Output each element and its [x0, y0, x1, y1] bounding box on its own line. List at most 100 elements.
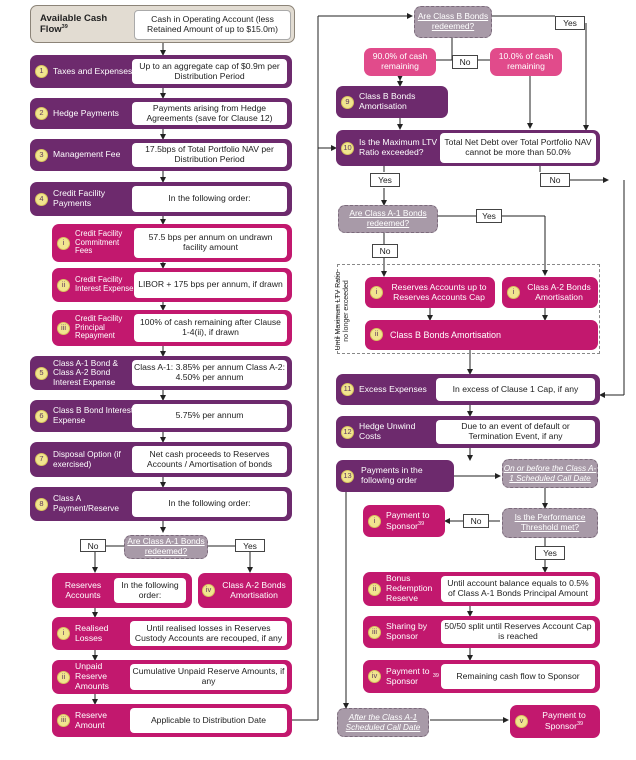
reserves-up-to-cap-label: Reserves Accounts up to Reserves Account…	[391, 281, 487, 302]
step-8-label: Class A Payment/Reserve	[53, 493, 119, 513]
step-2-desc: Payments arising from Hedge Agreements (…	[132, 102, 287, 125]
before-call-date-box: On or before the Class A-1 Scheduled Cal…	[502, 459, 598, 488]
reserve-item-3-label: Reserve Amount	[75, 709, 107, 730]
decision-yes-label: Yes	[235, 539, 265, 552]
step-7-label: Disposal Option (if exercised)	[53, 448, 121, 469]
badge-9: 9	[341, 96, 354, 109]
a1-no-label: No	[372, 244, 398, 258]
step-4-label: Credit Facility Payments	[53, 188, 106, 208]
perf-yes-label: Yes	[535, 546, 565, 560]
reserve-item-1-badge: i	[57, 627, 70, 640]
sub13-iii-badge: iii	[368, 625, 381, 639]
step-12-badge: 12	[341, 425, 354, 439]
step-1-desc: Up to an aggregate cap of $0.9m per Dist…	[132, 59, 287, 84]
badge-10-i-a: i	[370, 286, 383, 299]
sub13-iii-box: iii Sharing by Sponsor 50/50 split until R…	[363, 616, 600, 648]
step-12-desc: Due to an event of default or Terminatio…	[436, 420, 595, 444]
reserve-item-2-badge: ii	[57, 670, 70, 684]
sub13-ii-label: Bonus Redemption Reserve	[386, 573, 433, 603]
ltv-no-label: No	[540, 173, 570, 187]
step-10-label: Is the Maximum LTV Ratio exceeded?	[359, 137, 438, 157]
step-6-label: Class B Bond Interest Expense	[53, 405, 134, 425]
a1-yes-label: Yes	[476, 209, 502, 223]
payment-to-sponsor-i-box: i Payment to Sponsor39	[363, 505, 445, 537]
step-4-badge: 4	[35, 192, 48, 206]
pct-90-box: 90.0% of cash remaining	[364, 48, 436, 76]
until-ltv-note: Until Maximum LTV Ratio no longer exceed…	[335, 271, 350, 351]
class-b-no-label: No	[452, 55, 478, 69]
ltv-yes-label: Yes	[370, 173, 400, 187]
step-3-label: Management Fee	[53, 149, 121, 160]
step-13-label: Payments in the following order	[361, 465, 423, 485]
step-8-badge: 8	[35, 497, 48, 511]
badge-13: 13	[341, 470, 354, 483]
available-cash-flow-box: Available Cash Flow39 Cash in Operating …	[30, 5, 295, 43]
reserve-item-2-label: Unpaid Reserve Amounts	[75, 661, 109, 691]
sub4-2-label: Credit Facility Interest Expense	[75, 275, 134, 293]
step-5-desc: Class A-1: 3.85% per annum Class A-2: 4.…	[132, 360, 287, 386]
reserves-up-to-cap-box: i Reserves Accounts up to Reserves Accou…	[365, 277, 495, 308]
step-7-badge: 7	[35, 453, 48, 466]
sub13-iii-desc: 50/50 split until Reserves Account Cap i…	[441, 620, 595, 644]
class-a2-amortisation-box: iv Class A-2 Bonds Amortisation	[198, 573, 292, 608]
class-b-yes-label: Yes	[555, 16, 585, 30]
badge-iv: iv	[202, 584, 215, 597]
step-7-desc: Net cash proceeds to Reserves Accounts /…	[132, 446, 287, 473]
after-call-date-box: After the Class A-1 Scheduled Call Date	[337, 708, 429, 737]
sub4-1-badge: i	[57, 236, 70, 250]
sub4-3-badge: iii	[57, 321, 70, 335]
step-2-label: Hedge Payments	[53, 107, 119, 118]
sub4-3-label: Credit Facility Principal Repayment	[75, 313, 123, 341]
available-cash-flow-desc: Cash in Operating Account (less Retained…	[134, 10, 291, 40]
payment-to-sponsor-v-box: v Payment to Sponsor39	[510, 705, 600, 738]
sub13-iv-badge: iv	[368, 670, 381, 683]
sub4-1-desc: 57.5 bps per annum on undrawn facility a…	[134, 228, 287, 258]
step-1-label: Taxes and Expenses	[53, 65, 133, 76]
badge-13-i: i	[368, 515, 381, 528]
reserve-item-2-box: ii Unpaid Reserve Amounts Cumulative Unpai…	[52, 660, 292, 694]
sub13-iii-label: Sharing by Sponsor	[386, 621, 428, 641]
step-6-desc: 5.75% per annum	[132, 404, 287, 428]
step-7-box: 7 Disposal Option (if exercised) Net cash …	[30, 442, 292, 477]
badge-10-i-b: i	[507, 286, 520, 299]
reserve-item-1-label: Realised Losses	[75, 622, 109, 643]
class-b-amortisation-2-label: Class B Bonds Amortisation	[390, 329, 502, 340]
pct-10-box: 10.0% of cash remaining	[490, 48, 562, 76]
step-5-label: Class A-1 Bond & Class A-2 Bond Interest…	[53, 357, 119, 387]
reserves-accounts-box: Reserves Accounts In the following order…	[52, 573, 192, 608]
decision-class-a1-redeemed-2: Are Class A-1 Bonds redeemed?	[338, 205, 438, 233]
step-3-desc: 17.5bps of Total Portfolio NAV per Distr…	[132, 143, 287, 167]
perf-no-label: No	[463, 514, 489, 528]
step-4-desc: In the following order:	[132, 186, 287, 212]
sub4-2-desc: LIBOR + 175 bps per annum, if drawn	[134, 272, 287, 298]
step-4-box: 4 Credit Facility Payments In the followin…	[30, 182, 292, 216]
decision-class-b-redeemed: Are Class B Bonds redeemed?	[414, 6, 492, 38]
step-11-desc: In excess of Clause 1 Cap, if any	[436, 378, 595, 401]
class-a2-amortisation-2-box: i Class A-2 Bonds Amortisation	[502, 277, 598, 308]
sponsor-footnote-sup: 39	[432, 673, 439, 680]
decision-class-a1-redeemed: Are Class A-1 Bonds redeemed?	[124, 535, 208, 559]
step-9-label: Class B Bonds Amortisation	[359, 91, 416, 111]
step-10-desc: Total Net Debt over Total Portfolio NAV …	[440, 133, 596, 163]
step-11-badge: 11	[341, 383, 354, 396]
reserve-item-2-desc: Cumulative Unpaid Reserve Amounts, if an…	[130, 664, 287, 690]
payment-to-sponsor-i-label: Payment to Sponsor39	[386, 509, 430, 531]
sub13-ii-desc: Until account balance equals to 0.5% of …	[441, 576, 595, 602]
decision-performance-threshold: Is the Performance Threshold met?	[502, 508, 598, 538]
reserve-item-3-desc: Applicable to Distribution Date	[130, 708, 287, 733]
ltv-loop-region	[337, 264, 600, 354]
step-10-box: 10 Is the Maximum LTV Ratio exceeded? To…	[336, 130, 600, 166]
decision-no-label: No	[80, 539, 106, 552]
class-a2-amortisation-label: Class A-2 Bonds Amortisation	[222, 579, 286, 600]
sub13-ii-badge: ii	[368, 582, 381, 596]
